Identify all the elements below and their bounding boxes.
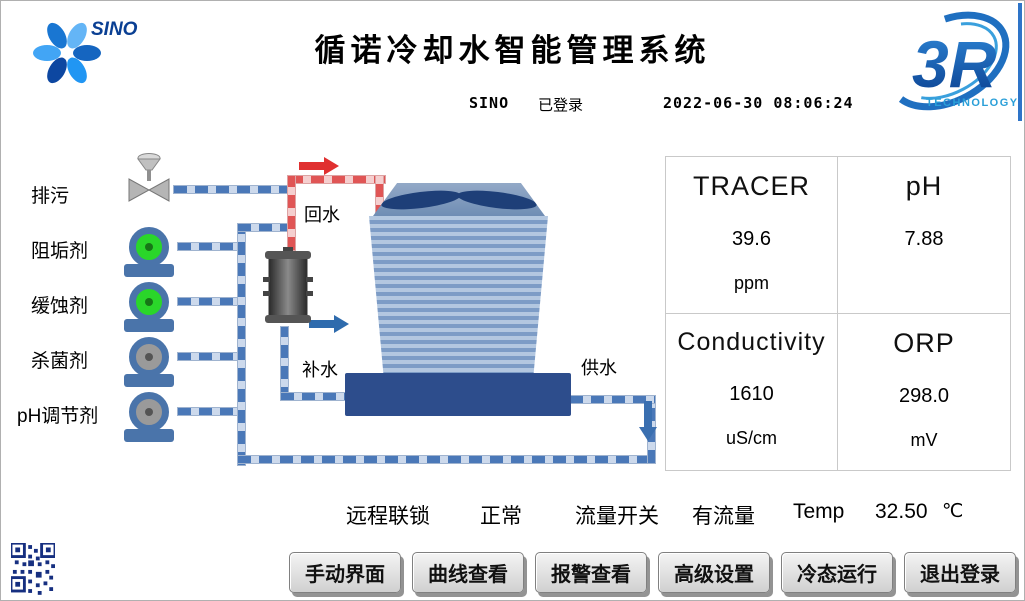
pump-hub-icon xyxy=(145,353,153,361)
label-scale-inhibitor: 阻垢剂 xyxy=(31,241,89,262)
advanced-settings-button[interactable]: 高级设置 xyxy=(658,552,770,593)
logout-button[interactable]: 退出登录 xyxy=(904,552,1016,593)
page-title: 循诺冷却水智能管理系统 xyxy=(314,33,711,68)
label-biocide: 杀菌剂 xyxy=(31,351,89,372)
pipe-makeup-h xyxy=(280,392,352,401)
pump-base xyxy=(124,264,174,277)
cold-run-button[interactable]: 冷态运行 xyxy=(781,552,893,593)
temp-unit: ℃ xyxy=(942,501,964,522)
pump-ph-adjuster[interactable] xyxy=(121,392,177,442)
sino-logo: SINO xyxy=(33,19,138,84)
makeup-flow-arrow-icon xyxy=(309,315,349,333)
pump-status-indicator xyxy=(129,227,169,267)
qr-code-icon xyxy=(11,543,55,595)
pump-corrosion-inhibitor[interactable] xyxy=(121,282,177,332)
temp-label: Temp xyxy=(793,500,845,523)
supply-flow-arrow-icon xyxy=(639,401,657,441)
reading-name: pH xyxy=(905,171,943,201)
pump-status-indicator xyxy=(129,337,169,377)
reading-name: TRACER xyxy=(692,171,810,201)
blowdown-valve[interactable] xyxy=(125,151,173,203)
cooling-tower-fan-housing xyxy=(373,183,545,216)
pipe-return-h xyxy=(289,175,386,184)
logo-edge-bar xyxy=(1018,3,1022,121)
pump-hub-icon xyxy=(145,298,153,306)
reading-tracer: TRACER 39.6 ppm xyxy=(666,157,837,313)
pipe-return-left xyxy=(287,175,296,251)
pipe-makeup-v xyxy=(280,326,289,401)
pump-status-indicator xyxy=(129,282,169,322)
pipe-bottom-loop xyxy=(237,455,656,464)
reading-name: ORP xyxy=(893,328,955,358)
pump-hub-icon xyxy=(145,243,153,251)
label-corrosion-inhibitor: 缓蚀剂 xyxy=(31,296,89,317)
sino-logo-text: SINO xyxy=(91,19,138,40)
reading-unit: uS/cm xyxy=(725,428,777,448)
readings-panel: TRACER 39.6 ppm pH 7.88 Conductivity 161… xyxy=(665,156,1011,471)
pump-base xyxy=(124,429,174,442)
flow-switch-value: 有流量 xyxy=(692,505,755,528)
reading-unit: mV xyxy=(910,430,938,450)
pipe-dosing-1 xyxy=(177,242,239,251)
datetime: 2022-06-30 08:06:24 xyxy=(663,94,854,112)
pump-hub-icon xyxy=(145,408,153,416)
reading-unit: ppm xyxy=(733,273,769,293)
3r-swoosh-icon xyxy=(886,11,1010,111)
pipe-blowdown xyxy=(173,185,293,194)
label-return-water: 回水 xyxy=(304,205,340,225)
sino-pinwheel-icon xyxy=(33,22,101,84)
reading-conductivity: Conductivity 1610 uS/cm xyxy=(666,314,837,470)
fan-blades-icon xyxy=(381,190,537,210)
reading-name: Conductivity xyxy=(677,328,826,356)
3r-logo-subtext: TECHNOLOGY xyxy=(926,97,1019,109)
pipe-dosing-main xyxy=(237,223,246,466)
pump-scale-inhibitor[interactable] xyxy=(121,227,177,277)
login-status: 已登录 xyxy=(538,97,584,114)
cooling-tower-body xyxy=(369,216,548,373)
label-ph-adjuster: pH调节剂 xyxy=(17,406,99,427)
label-supply-water: 供水 xyxy=(581,358,617,378)
label-blowdown: 排污 xyxy=(31,186,70,207)
reading-value: 7.88 xyxy=(904,228,944,250)
alarm-view-button[interactable]: 报警查看 xyxy=(535,552,647,593)
manual-screen-button[interactable]: 手动界面 xyxy=(289,552,401,593)
reading-orp: ORP 298.0 mV xyxy=(838,314,1010,470)
temp-value: 32.50 xyxy=(875,500,928,523)
bypass-filter-vessel xyxy=(263,247,313,323)
flow-switch-label: 流量开关 xyxy=(575,505,659,528)
reading-value: 39.6 xyxy=(732,228,771,250)
logged-user: SINO xyxy=(469,94,510,112)
reading-value: 298.0 xyxy=(898,385,950,407)
pipe-dosing-4 xyxy=(177,407,239,416)
pipe-dosing-top-link xyxy=(237,223,293,232)
3r-logo: 3R TECHNOLOGY xyxy=(886,3,1022,121)
pipe-dosing-2 xyxy=(177,297,239,306)
reading-value: 1610 xyxy=(729,383,774,405)
interlock-label: 远程联锁 xyxy=(346,505,430,528)
curve-view-button[interactable]: 曲线查看 xyxy=(412,552,524,593)
pump-biocide[interactable] xyxy=(121,337,177,387)
pump-base xyxy=(124,374,174,387)
label-makeup-water: 补水 xyxy=(302,360,338,380)
pump-base xyxy=(124,319,174,332)
3r-logo-text: 3R xyxy=(912,27,997,101)
pipe-dosing-3 xyxy=(177,352,239,361)
pump-status-indicator xyxy=(129,392,169,432)
return-flow-arrow-icon xyxy=(299,157,339,175)
reading-ph: pH 7.88 xyxy=(838,157,1010,313)
cooling-tower-basin xyxy=(345,373,571,416)
interlock-value: 正常 xyxy=(480,505,522,528)
